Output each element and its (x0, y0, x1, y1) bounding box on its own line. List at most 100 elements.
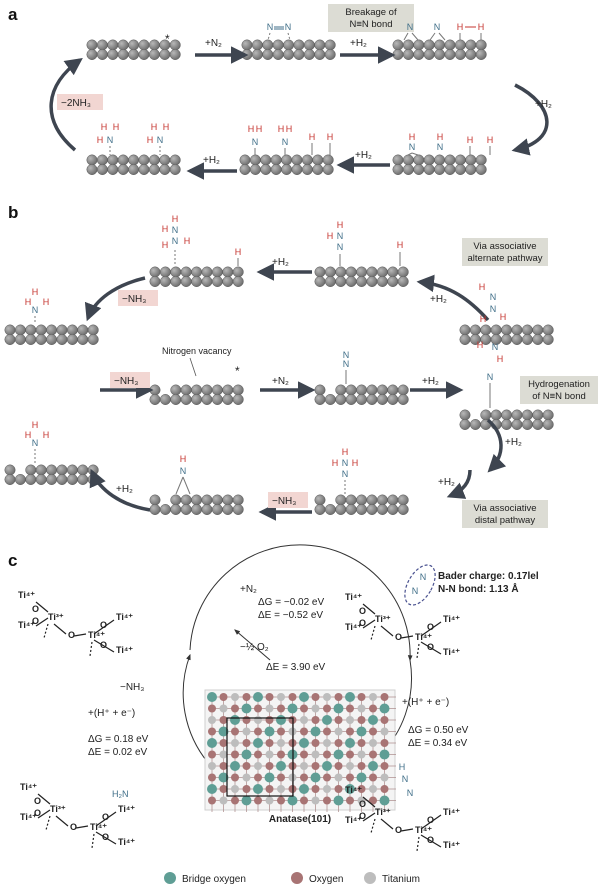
slab-atom (434, 39, 446, 51)
slab-atom (222, 276, 234, 287)
cluster-bond (35, 601, 49, 613)
slab-atom (465, 49, 477, 60)
lattice-atom (242, 785, 251, 793)
step-label: +H₂ (505, 437, 522, 448)
slab-atom (56, 474, 68, 485)
slab-atom (356, 384, 368, 396)
nitrogen-atom: N (337, 242, 344, 252)
slab-atom (345, 276, 357, 287)
lattice-atom (265, 785, 274, 793)
slab-atom (96, 154, 108, 166)
hydrogen-atom: H (479, 282, 486, 292)
hydrogen-atom: H (32, 420, 39, 430)
slab-atom (272, 39, 284, 51)
slab-atom (222, 384, 234, 396)
hydrogen-atom: H (477, 340, 484, 350)
hydrogen-atom: H (162, 224, 169, 234)
lattice-atom (346, 796, 354, 805)
slab-atom (180, 394, 192, 405)
lattice-atom (323, 739, 331, 747)
cluster-bond (362, 619, 376, 629)
nitrogen-atom: N (337, 231, 344, 241)
slab-atom (444, 154, 456, 166)
bond (182, 476, 191, 495)
slab-atom (387, 494, 399, 506)
hydrogen-atom: H (409, 132, 416, 142)
lattice-atom (241, 703, 252, 714)
slab-atom (376, 504, 388, 515)
slab-atom (376, 394, 388, 405)
slab-atom (149, 494, 161, 506)
lattice-atom (300, 750, 308, 759)
slab-atom (191, 494, 203, 506)
slab-atom (423, 164, 435, 175)
slab-atom (413, 39, 425, 51)
hydrogen-atom: H (184, 236, 191, 246)
lattice-atom (334, 773, 343, 782)
slab-atom (35, 324, 47, 336)
slab-atom (180, 504, 192, 515)
slab-atom (301, 154, 313, 166)
lattice-atom (253, 738, 263, 748)
step-label: +H₂ (203, 155, 220, 166)
surface-label: Anatase(101) (269, 814, 331, 825)
slab-atom (138, 39, 150, 51)
lattice-atom (356, 772, 367, 783)
lattice-atom (253, 784, 263, 794)
slab-atom (46, 334, 58, 345)
slab-atom (291, 164, 303, 175)
lattice-atom (264, 726, 275, 737)
lattice-atom (242, 739, 251, 747)
slab-atom (4, 324, 16, 336)
panel-b: b +H₂ +H₂ −NH₃ −NH₃ +N₂ +H₂ Nitrogen vac… (4, 203, 598, 528)
slab-atom (159, 504, 171, 515)
lattice-atom (241, 749, 252, 760)
slab-atom (117, 154, 129, 166)
slab-atom (501, 419, 513, 430)
slab-atom (366, 276, 378, 287)
lattice-atom (369, 727, 377, 736)
hydrogen-atom: H (337, 220, 344, 230)
nitrogen-atom: N (157, 135, 164, 145)
lattice-atom (310, 772, 321, 783)
lattice-atom (310, 726, 321, 737)
cluster-atom-label: Ti⁴⁺ (345, 592, 362, 602)
slab-atom (138, 154, 150, 166)
lattice-atom (300, 762, 308, 770)
slab-atom (281, 164, 293, 175)
lattice-atom (334, 762, 343, 770)
slab-atom (314, 276, 326, 287)
slab-atom (376, 266, 388, 278)
slab-atom (475, 164, 487, 175)
lattice-atom (287, 703, 298, 714)
lattice-atom (311, 704, 320, 713)
slab-atom (14, 324, 26, 336)
slab-atom (25, 474, 37, 485)
arrow-curve-left (49, 57, 83, 152)
lattice-atom (219, 785, 228, 793)
note-line: Via associative (473, 503, 536, 514)
slab-atom (303, 49, 315, 60)
slab-atom (260, 154, 272, 166)
bond (438, 32, 446, 41)
slab-atom (444, 164, 456, 175)
lattice-atom (379, 703, 390, 714)
slab-atom (392, 154, 404, 166)
cluster-atom-label: Ti⁴⁺ (88, 630, 105, 640)
slab-atom (397, 494, 409, 506)
lattice-atom (242, 727, 251, 736)
note-line: of N≡N bond (532, 391, 586, 402)
slab-atom (159, 164, 171, 175)
cluster-bond (95, 811, 117, 827)
slab-atom (232, 494, 244, 506)
slab-atom (232, 276, 244, 287)
nitrogen-atom: N (180, 466, 187, 476)
cluster-atom-label: Ti³⁺ (375, 614, 391, 624)
slab-atom (312, 164, 324, 175)
cycle-arc-top (189, 544, 413, 662)
slab-atom (397, 384, 409, 396)
lattice-atom (369, 750, 377, 759)
catalyst-slab (314, 266, 409, 287)
slab-atom (532, 419, 544, 430)
slab-atom (542, 324, 554, 336)
